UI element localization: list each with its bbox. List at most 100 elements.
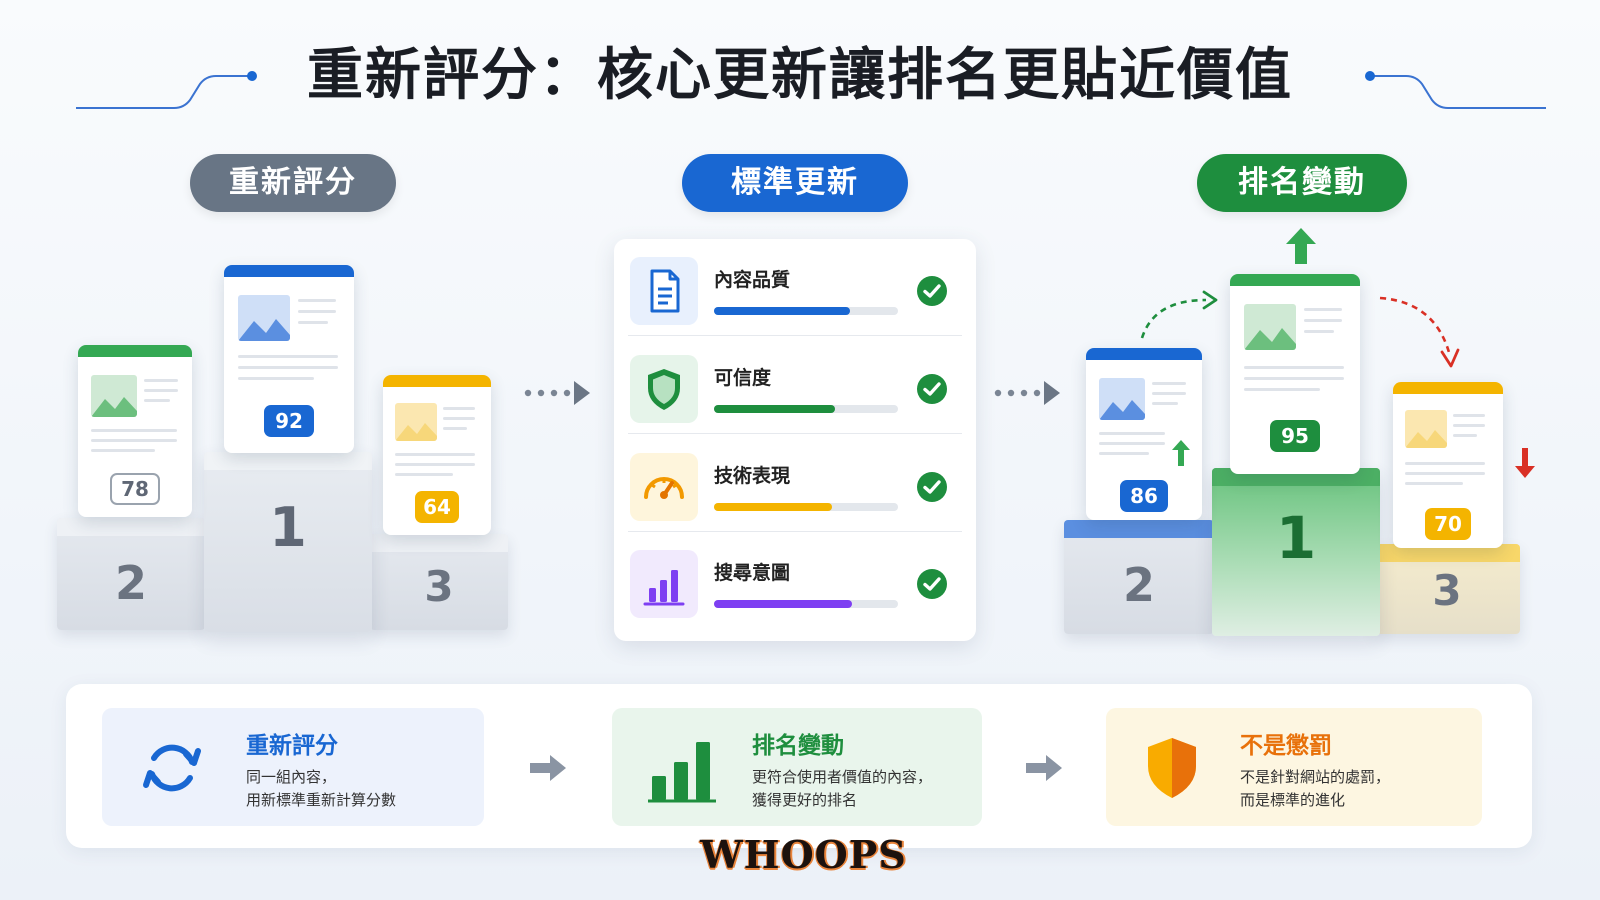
whoops-watermark: WHOOPS <box>700 832 907 877</box>
divider <box>628 335 962 336</box>
text-line <box>238 355 338 358</box>
image-thumbnail-icon <box>238 295 290 341</box>
image-thumbnail-icon <box>395 403 437 441</box>
check-circle-icon <box>917 472 947 502</box>
card-accent-bar <box>78 345 192 357</box>
criterion-label: 搜尋意圖 <box>714 562 791 584</box>
text-line <box>144 379 178 382</box>
summary-heading: 排名變動 <box>752 733 844 759</box>
summary-not-penalty: 不是懲罰 不是針對網站的處罰， 而是標準的進化 <box>1106 708 1482 826</box>
criterion-technical: 技術表現 <box>614 435 976 532</box>
card-accent-bar <box>383 375 491 387</box>
criterion-trust: 可信度 <box>614 337 976 434</box>
summary-rescore: 重新評分 同一組內容， 用新標準重新計算分數 <box>102 708 484 826</box>
progress-track <box>714 600 898 608</box>
score-badge: 92 <box>264 405 314 437</box>
check-circle-icon <box>917 569 947 599</box>
score-badge: 70 <box>1425 508 1471 540</box>
check-circle-icon <box>917 276 947 306</box>
title-right-decoration <box>1365 71 1546 109</box>
text-line <box>91 439 177 442</box>
text-line <box>443 427 467 430</box>
text-line <box>1304 319 1342 322</box>
text-line <box>144 399 170 402</box>
text-line <box>91 429 177 432</box>
page-card-rank3: 70 <box>1393 382 1503 548</box>
progress-fill <box>714 405 836 413</box>
progress-track <box>714 405 898 413</box>
text-line <box>1453 434 1477 437</box>
summary-line: 同一組內容， <box>246 768 337 786</box>
page-card-rank1: 95 <box>1230 274 1360 474</box>
stage-ranking-pill: 排名變動 <box>1197 154 1407 212</box>
podium-block-3: 3 <box>1374 544 1520 634</box>
summary-strip: 重新評分 同一組內容， 用新標準重新計算分數 排名變動 更符合使用者價值的內容，… <box>66 684 1532 848</box>
text-line <box>238 366 338 369</box>
text-line <box>298 310 336 313</box>
criterion-search-intent: 搜尋意圖 <box>614 532 976 629</box>
summary-line: 不是針對網站的處罰， <box>1240 768 1391 786</box>
text-line <box>1453 424 1485 427</box>
block-top <box>1374 544 1520 562</box>
text-line <box>1152 382 1186 385</box>
text-line <box>1244 377 1344 380</box>
score-badge: 78 <box>110 473 160 505</box>
criterion-content-quality: 內容品質 <box>614 239 976 336</box>
divider <box>628 531 962 532</box>
refresh-icon <box>143 744 201 792</box>
stage-rescore-pill: 重新評分 <box>190 154 396 212</box>
card-accent-bar <box>1086 348 1202 360</box>
bar-chart-icon <box>630 550 698 618</box>
image-thumbnail-icon <box>91 375 137 417</box>
text-line <box>395 453 475 456</box>
progress-fill <box>714 503 832 511</box>
summary-line: 更符合使用者價值的內容， <box>752 768 933 786</box>
summary-heading: 不是懲罰 <box>1240 733 1332 759</box>
text-line <box>1405 462 1485 465</box>
score-badge: 95 <box>1270 420 1320 452</box>
block-top <box>204 452 372 470</box>
flow-arrow-2 <box>994 381 1060 405</box>
page-card-rank2: 78 <box>78 345 192 517</box>
podium-block-2: 2 <box>57 518 205 630</box>
text-line <box>395 463 475 466</box>
summary-heading: 重新評分 <box>246 733 338 759</box>
text-line <box>1405 482 1463 485</box>
image-thumbnail-icon <box>1099 378 1145 420</box>
podium-block-1: 1 <box>204 452 372 632</box>
rank-number: 3 <box>1432 566 1462 615</box>
text-line <box>1099 432 1165 435</box>
text-line <box>298 299 336 302</box>
criterion-label: 內容品質 <box>714 269 791 291</box>
rise-curve-arrow <box>1140 290 1218 339</box>
text-line <box>1244 366 1344 369</box>
podium-block-3: 3 <box>370 534 508 630</box>
image-thumbnail-icon <box>1244 304 1296 350</box>
page-card-rank2: 86 <box>1086 348 1202 520</box>
text-line <box>1152 402 1178 405</box>
drop-curve-arrow <box>1379 296 1460 368</box>
summary-line: 用新標準重新計算分數 <box>246 791 397 809</box>
card-accent-bar <box>224 265 354 277</box>
shield-icon <box>630 355 698 423</box>
rank-number: 2 <box>114 556 147 610</box>
text-line <box>1453 414 1485 417</box>
text-line <box>298 321 328 324</box>
progress-track <box>714 307 898 315</box>
rank-number: 2 <box>1122 558 1155 612</box>
criterion-label: 技術表現 <box>714 465 791 487</box>
shield-icon <box>1148 738 1196 798</box>
summary-ranking: 排名變動 更符合使用者價值的內容， 獲得更好的排名 <box>612 708 982 826</box>
image-thumbnail-icon <box>1405 410 1447 448</box>
text-line <box>1244 388 1320 391</box>
title-left-decoration <box>76 71 257 109</box>
small-down-arrow-icon <box>1515 448 1535 478</box>
text-line <box>1304 330 1334 333</box>
check-circle-icon <box>917 374 947 404</box>
text-line <box>395 473 453 476</box>
criterion-label: 可信度 <box>714 367 772 389</box>
page-title: 重新評分：核心更新讓排名更貼近價值 <box>307 43 1293 108</box>
summary-line: 而是標準的進化 <box>1240 791 1346 809</box>
text-line <box>144 389 178 392</box>
podium-block-1: 1 <box>1212 468 1380 636</box>
